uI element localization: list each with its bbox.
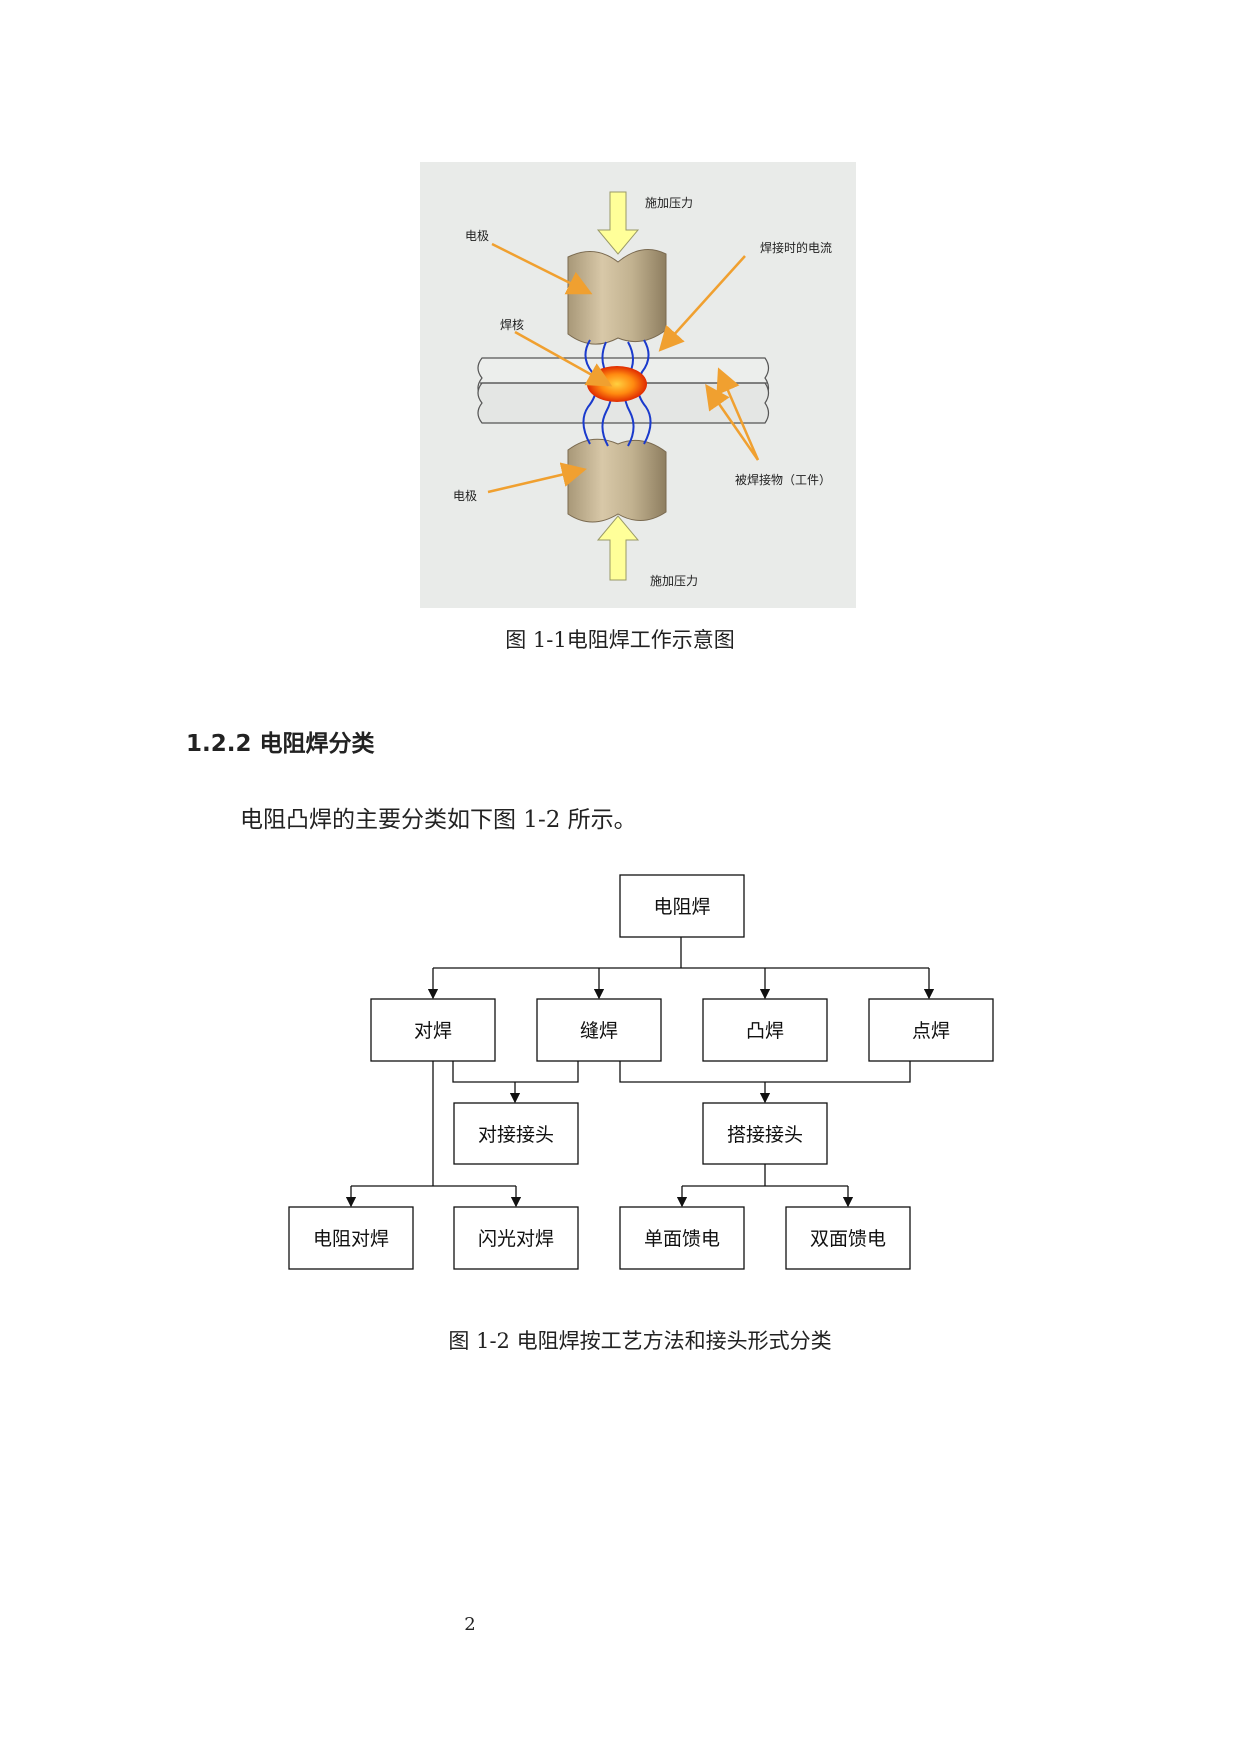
- body-paragraph: 电阻凸焊的主要分类如下图 1-2 所示。: [240, 807, 637, 833]
- node-flash-butt-label: 闪光对焊: [478, 1228, 554, 1250]
- leader-arrows: [487, 242, 760, 494]
- label-nugget: 焊核: [500, 317, 524, 332]
- page-number: 2: [464, 1614, 476, 1635]
- node-flash-butt: 闪光对焊: [453, 1206, 579, 1270]
- node-butt-joint: 对接接头: [453, 1102, 579, 1165]
- node-butt-welding-label: 对焊: [414, 1020, 452, 1042]
- node-lap-joint: 搭接接头: [702, 1102, 828, 1165]
- label-workpiece: 被焊接物（工件）: [735, 472, 831, 487]
- node-spot-welding: 点焊: [868, 998, 994, 1062]
- node-double-side-feed: 双面馈电: [785, 1206, 911, 1270]
- pressure-arrow-bottom-icon: [596, 515, 640, 581]
- node-seam-welding-label: 缝焊: [580, 1020, 618, 1042]
- node-root: 电阻焊: [619, 874, 745, 938]
- label-pressure-top: 施加压力: [645, 196, 693, 210]
- node-projection-welding: 凸焊: [702, 998, 828, 1062]
- section-heading: 1.2.2 电阻焊分类: [186, 731, 375, 757]
- node-single-side-feed-label: 单面馈电: [644, 1228, 720, 1250]
- label-electrode-top: 电极: [465, 229, 489, 243]
- node-resistance-butt: 电阻对焊: [288, 1206, 414, 1270]
- node-projection-welding-label: 凸焊: [746, 1020, 784, 1042]
- label-current: 焊接时的电流: [760, 240, 832, 255]
- welding-schematic-figure: 施加压力 电极 焊接时的电流 焊核 被焊接物（工件） 电极 施加压力: [420, 162, 856, 608]
- node-lap-joint-label: 搭接接头: [727, 1124, 803, 1146]
- node-spot-welding-label: 点焊: [912, 1020, 950, 1042]
- label-pressure-bottom: 施加压力: [650, 574, 698, 588]
- node-double-side-feed-label: 双面馈电: [810, 1228, 886, 1250]
- label-electrode-bottom: 电极: [453, 489, 477, 503]
- node-seam-welding: 缝焊: [536, 998, 662, 1062]
- node-single-side-feed: 单面馈电: [619, 1206, 745, 1270]
- figure1-caption: 图 1-1电阻焊工作示意图: [505, 628, 735, 652]
- node-butt-joint-label: 对接接头: [478, 1124, 554, 1146]
- node-butt-welding: 对焊: [370, 998, 496, 1062]
- flowchart-connectors: [345, 937, 935, 1208]
- pressure-arrow-top-icon: [596, 191, 640, 255]
- node-resistance-butt-label: 电阻对焊: [313, 1228, 389, 1250]
- node-root-label: 电阻焊: [653, 896, 710, 918]
- figure2-caption: 图 1-2 电阻焊按工艺方法和接头形式分类: [448, 1329, 832, 1353]
- welding-schematic-svg: 施加压力 电极 焊接时的电流 焊核 被焊接物（工件） 电极 施加压力: [453, 191, 832, 588]
